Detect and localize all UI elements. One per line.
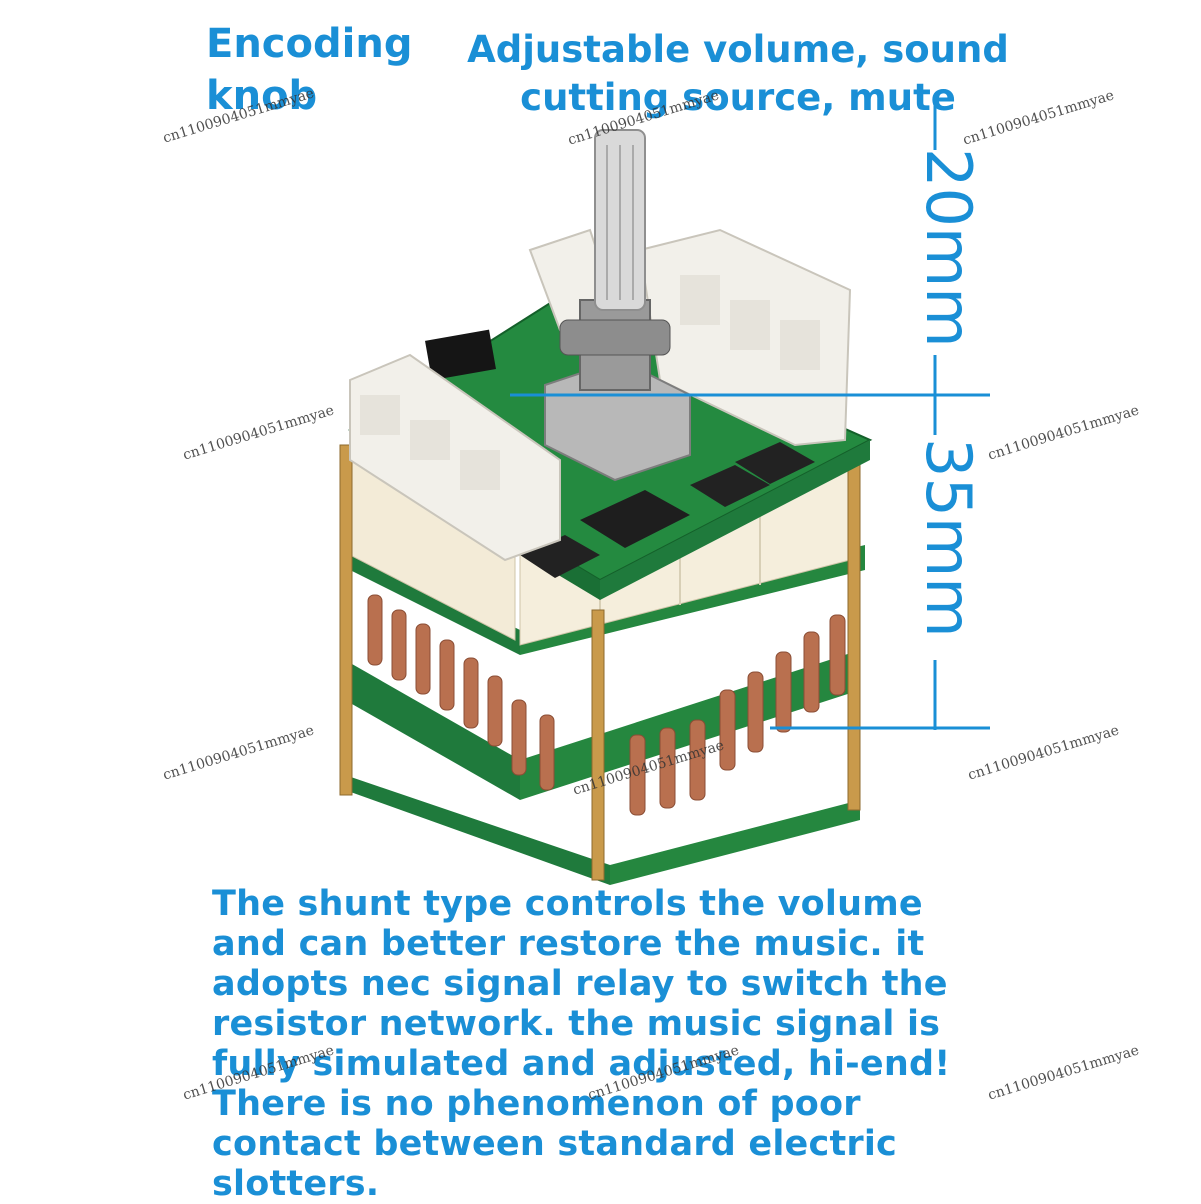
pcb-bottom-left-edge xyxy=(345,775,610,885)
pcb-top-right-edge xyxy=(600,440,870,600)
ic-chip-right xyxy=(690,465,770,507)
rotary-encoder xyxy=(544,129,691,482)
brass-standoffs xyxy=(339,439,861,881)
dimension-20mm-label: 20mm xyxy=(912,148,985,348)
dimension-35mm-label: 35mm xyxy=(912,438,985,638)
resistor-array-right xyxy=(629,614,846,816)
pcb-bottom-right-edge xyxy=(610,800,860,885)
volume-caption: Adjustable volume, sound cutting source,… xyxy=(467,28,1009,119)
connector-right xyxy=(638,228,852,447)
ir-receiver xyxy=(425,329,496,381)
resistor-array-left xyxy=(367,594,555,791)
description-caption: The shunt type controls the volume and c… xyxy=(212,884,951,1204)
pcb-lower-left-edge xyxy=(345,660,520,800)
connector-left xyxy=(349,353,561,562)
dimension-lines xyxy=(510,95,990,730)
knob-caption: Encoding knob xyxy=(206,21,413,119)
ic-chip-far-right xyxy=(735,442,815,484)
ic-chip-small xyxy=(520,535,600,578)
ic-chip-main xyxy=(580,490,690,548)
